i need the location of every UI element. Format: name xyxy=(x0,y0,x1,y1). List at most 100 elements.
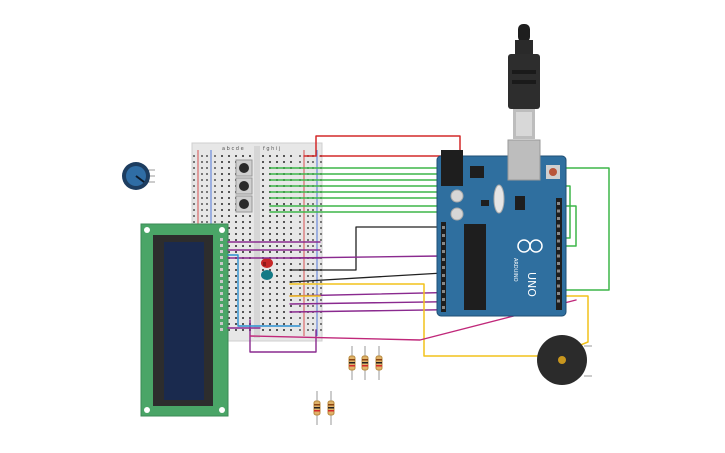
breadboard-hole xyxy=(262,311,264,313)
rail-hole xyxy=(299,227,301,229)
rail-hole xyxy=(214,197,216,199)
digital-pin xyxy=(557,202,560,205)
analog-pin xyxy=(442,298,445,301)
led-red[interactable] xyxy=(261,258,273,268)
breadboard-hole xyxy=(269,245,271,247)
breadboard-hole xyxy=(262,287,264,289)
rail-hole xyxy=(206,173,208,175)
lcd-pin xyxy=(220,250,223,253)
breadboard-hole xyxy=(290,329,292,331)
breadboard-hole xyxy=(249,305,251,307)
rail-hole xyxy=(201,197,203,199)
arduino-uno[interactable]: UNO ARDUINO xyxy=(436,139,567,317)
breadboard-hole xyxy=(290,215,292,217)
rail-hole xyxy=(201,185,203,187)
pushbutton[interactable] xyxy=(235,177,253,195)
rail-hole xyxy=(206,185,208,187)
lcd-screen xyxy=(164,242,204,400)
rail-hole xyxy=(312,263,314,265)
wire-blue[interactable] xyxy=(227,254,301,327)
breadboard-hole xyxy=(290,275,292,277)
wire-yellow[interactable] xyxy=(559,295,589,347)
rail-hole xyxy=(307,317,309,319)
breadboard-hole xyxy=(235,233,237,235)
rail-hole xyxy=(299,215,301,217)
breadboard-hole xyxy=(235,221,237,223)
lcd-pin xyxy=(220,238,223,241)
rail-hole xyxy=(201,215,203,217)
breadboard-hole xyxy=(228,161,230,163)
analog-pin xyxy=(442,250,445,253)
power-jack xyxy=(441,150,463,186)
col-e: e xyxy=(241,146,244,152)
breadboard-hole xyxy=(269,239,271,241)
breadboard-hole xyxy=(242,155,244,157)
piezo-buzzer[interactable] xyxy=(537,335,592,385)
resistor[interactable] xyxy=(348,346,356,380)
usb-cable[interactable] xyxy=(508,24,540,139)
breadboard-hole xyxy=(283,293,285,295)
lcd-pin xyxy=(220,268,223,271)
breadboard-hole xyxy=(221,167,223,169)
pushbutton[interactable] xyxy=(235,195,253,213)
breadboard-hole xyxy=(276,293,278,295)
resistor[interactable] xyxy=(313,391,321,425)
breadboard-hole xyxy=(262,245,264,247)
breadboard-hole xyxy=(290,293,292,295)
breadboard-hole xyxy=(290,299,292,301)
rail-hole xyxy=(206,191,208,193)
rail-hole xyxy=(307,275,309,277)
breadboard-hole xyxy=(290,251,292,253)
breadboard-hole xyxy=(242,251,244,253)
resistor[interactable] xyxy=(375,346,383,380)
resistor[interactable] xyxy=(327,391,335,425)
breadboard-hole xyxy=(290,287,292,289)
breadboard-hole xyxy=(242,293,244,295)
rail-hole xyxy=(299,323,301,325)
breadboard-hole xyxy=(269,317,271,319)
breadboard-hole xyxy=(262,155,264,157)
rail-hole xyxy=(307,329,309,331)
reset-button[interactable] xyxy=(549,168,557,176)
breadboard-hole xyxy=(228,281,230,283)
breadboard-hole xyxy=(228,179,230,181)
breadboard-col-labels-left: a b c d e xyxy=(222,146,244,152)
rail-hole xyxy=(312,239,314,241)
rail-hole xyxy=(307,323,309,325)
breadboard-hole xyxy=(276,311,278,313)
potentiometer[interactable] xyxy=(122,162,155,190)
rail-hole xyxy=(206,221,208,223)
breadboard-hole xyxy=(269,269,271,271)
breadboard-hole xyxy=(249,251,251,253)
digital-pin xyxy=(557,284,560,288)
col-i: i xyxy=(276,146,277,152)
breadboard-hole xyxy=(242,305,244,307)
lcd-pin xyxy=(220,262,223,265)
breadboard-hole xyxy=(269,329,271,331)
breadboard-hole xyxy=(262,221,264,223)
rail-hole xyxy=(201,161,203,163)
rail-hole xyxy=(312,317,314,319)
col-b: b xyxy=(227,146,230,152)
breadboard-hole xyxy=(262,329,264,331)
wire-yellow[interactable] xyxy=(289,283,541,357)
rail-hole xyxy=(214,155,216,157)
breadboard-hole xyxy=(290,203,292,205)
lcd-pin xyxy=(220,328,223,331)
breadboard-hole xyxy=(228,191,230,193)
breadboard-hole xyxy=(269,287,271,289)
breadboard-hole xyxy=(262,179,264,181)
led-teal[interactable] xyxy=(261,270,273,280)
rail-hole xyxy=(193,209,195,211)
rail-hole xyxy=(312,287,314,289)
breadboard-hole xyxy=(262,251,264,253)
breadboard-hole xyxy=(262,323,264,325)
rail-hole xyxy=(214,173,216,175)
rail-hole xyxy=(320,161,322,163)
rail-hole xyxy=(307,161,309,163)
rail-hole xyxy=(320,299,322,301)
resistor[interactable] xyxy=(361,346,369,380)
breadboard-hole xyxy=(269,323,271,325)
pushbutton[interactable] xyxy=(235,159,253,177)
rail-hole xyxy=(206,215,208,217)
